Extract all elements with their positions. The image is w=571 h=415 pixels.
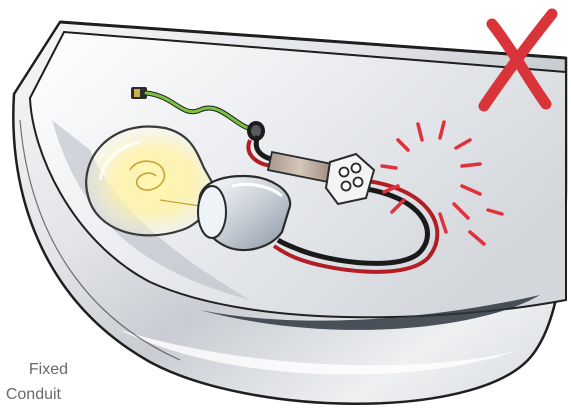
caption-conduit: Conduit [6,385,61,405]
bulb-socket [198,176,290,250]
caption-fixed: Fixed [29,360,68,380]
